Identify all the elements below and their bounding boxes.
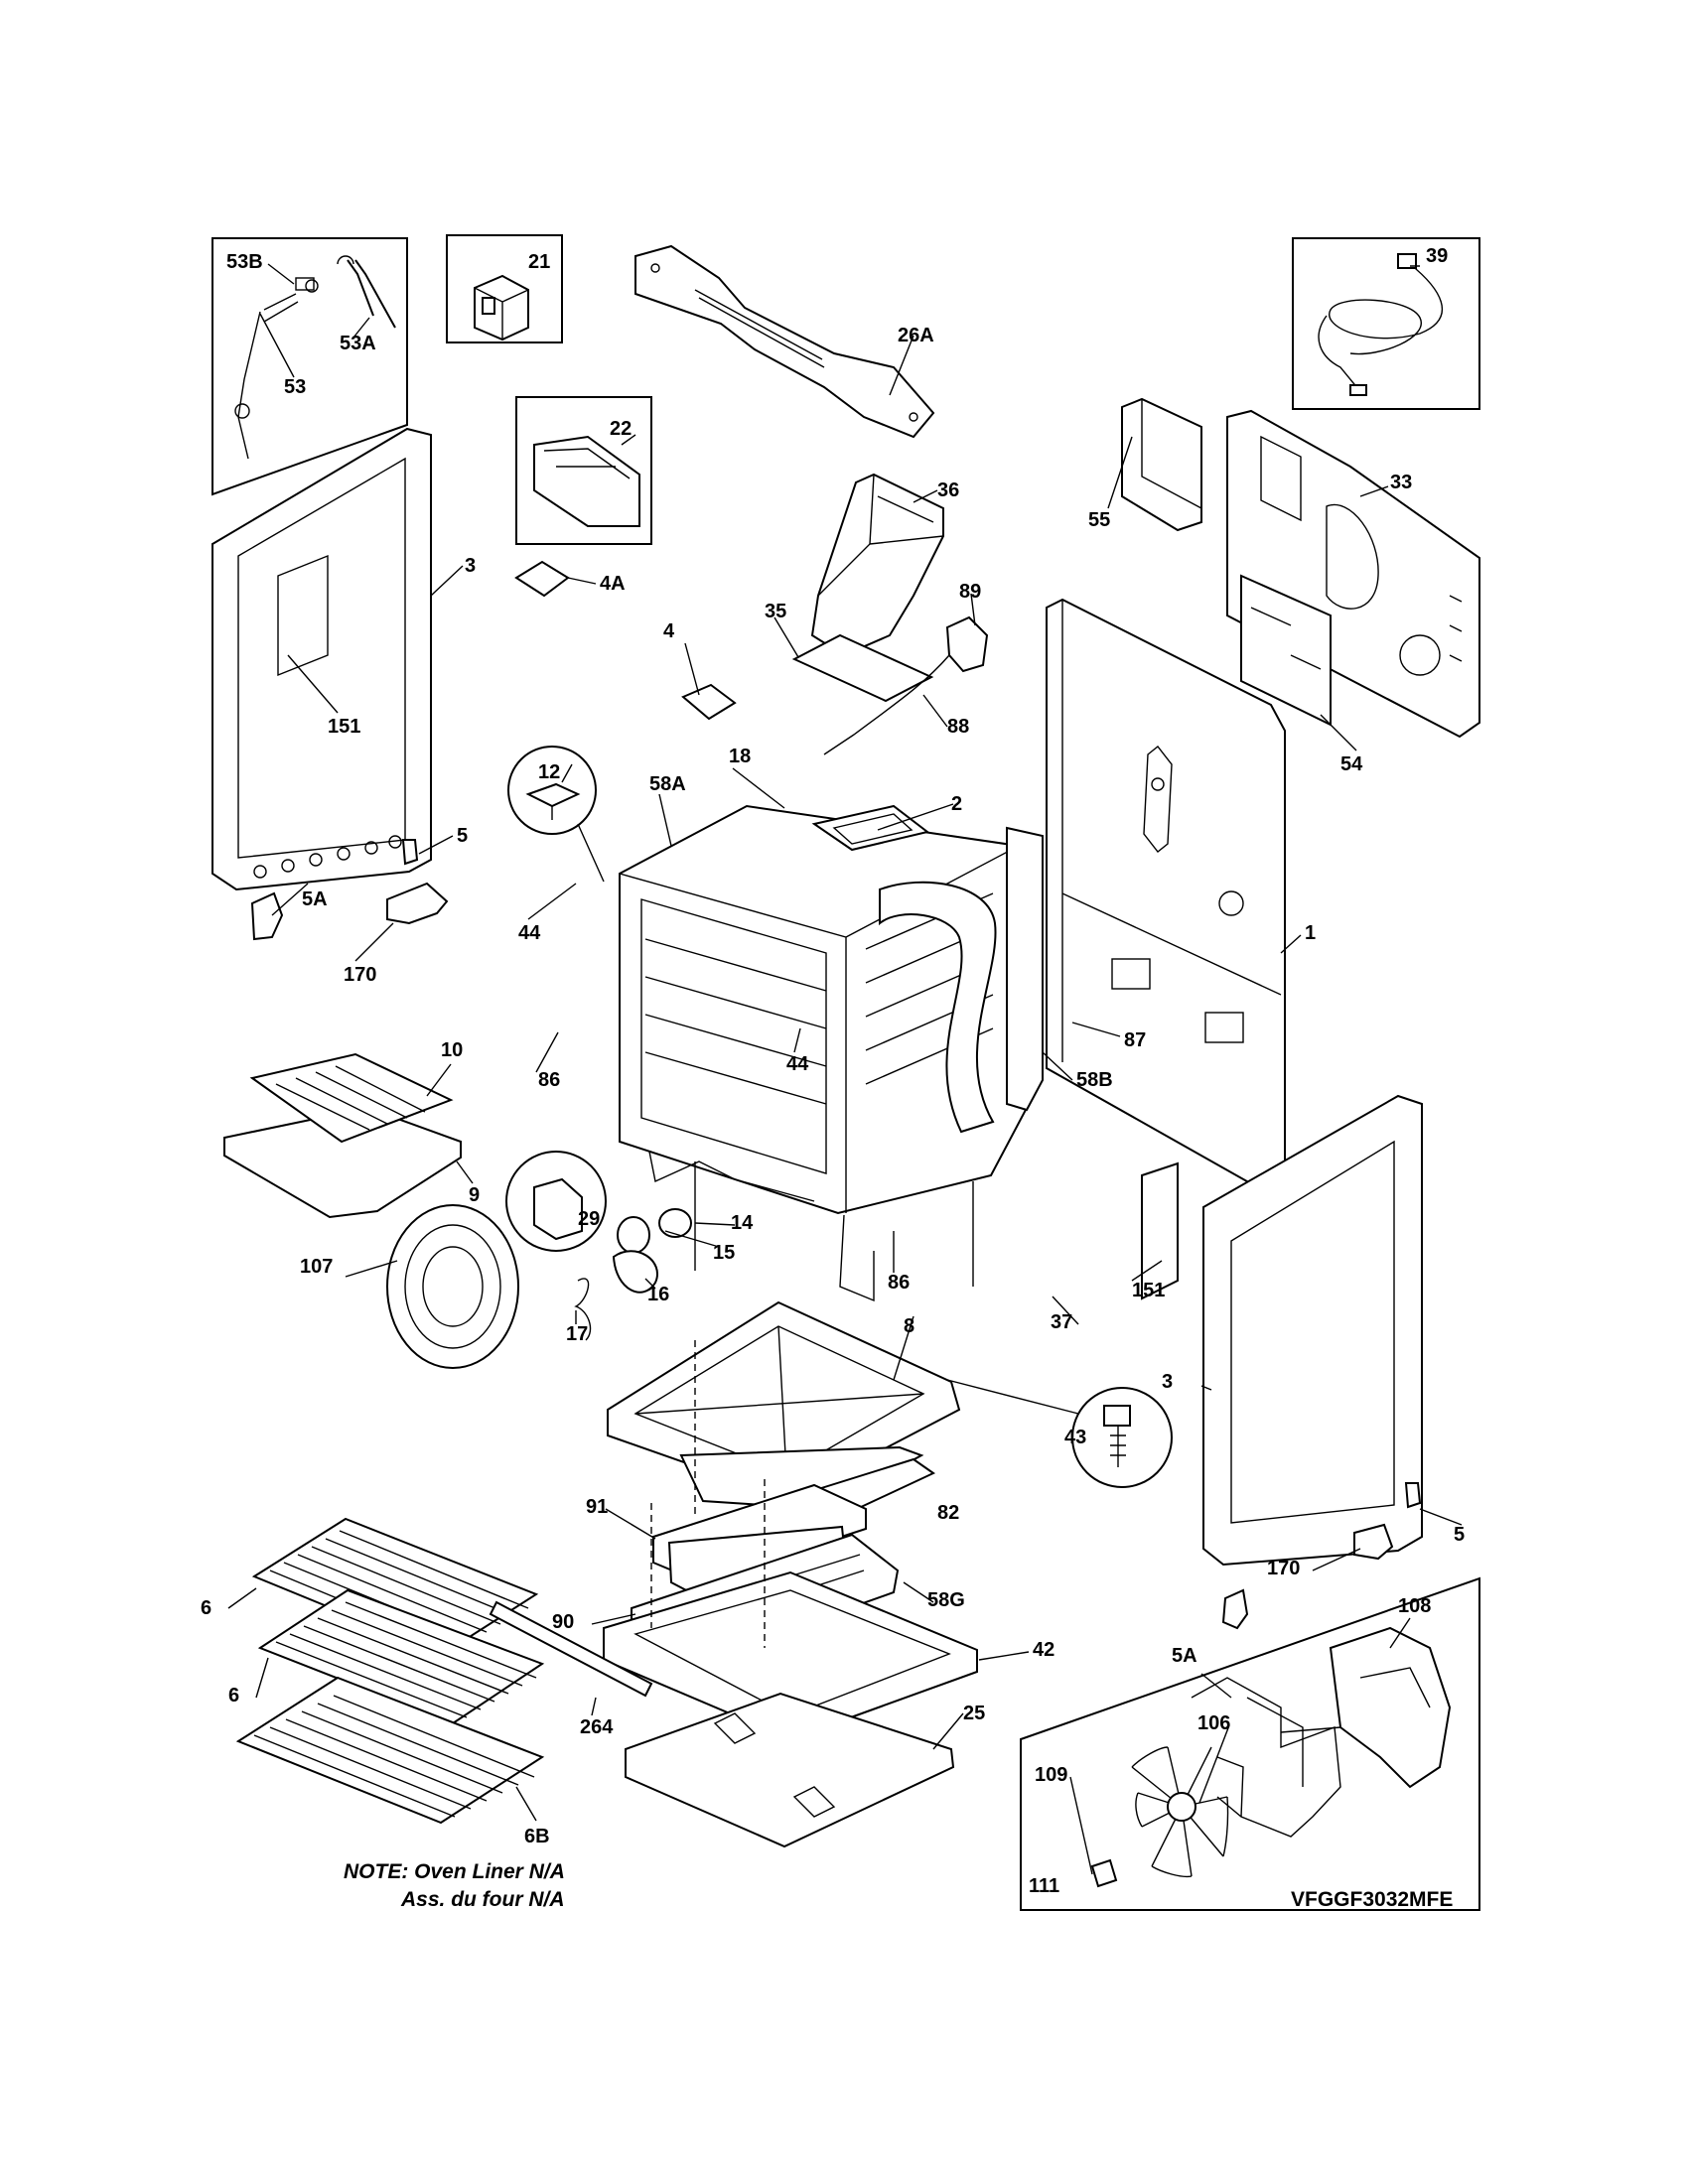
callout-label: 53A xyxy=(340,333,376,354)
leader-lines xyxy=(227,263,1463,1875)
callout-label: 53B xyxy=(226,251,263,273)
flue-duct-36 xyxy=(810,473,944,657)
callout-label: 89 xyxy=(959,581,981,603)
callout-label: 90 xyxy=(552,1611,574,1633)
flue-plate-35 xyxy=(791,633,934,703)
callout-label: 39 xyxy=(1426,245,1448,267)
callout-label: 58A xyxy=(649,773,686,795)
rack-slide-264 xyxy=(489,1600,653,1698)
inset-box-thermostat-sensor xyxy=(211,237,408,496)
callout-label: 14 xyxy=(731,1212,754,1234)
callout-label: 29 xyxy=(578,1208,600,1230)
callout-label: 9 xyxy=(469,1184,480,1206)
note-oven-liner: NOTE: Oven Liner N/A xyxy=(344,1860,565,1883)
oven-cavity xyxy=(619,804,1044,1302)
callout-label: 21 xyxy=(528,251,550,273)
fan-cover-107 xyxy=(386,1204,519,1369)
callout-labels: 53B 53A 53 21 26A 39 22 36 33 3 4A 55 89… xyxy=(201,245,1465,1897)
callout-label: 43 xyxy=(1064,1427,1086,1448)
callout-label: 10 xyxy=(441,1039,463,1061)
note-oven-liner-french: Ass. du four N/A xyxy=(400,1888,565,1911)
callout-label: 151 xyxy=(328,716,360,738)
guide-lines-bottom xyxy=(650,1340,766,1648)
callout-label: 4 xyxy=(663,620,675,642)
callout-label: 86 xyxy=(538,1069,560,1091)
inset-box-power-cord xyxy=(1292,237,1480,410)
callout-label: 58B xyxy=(1076,1069,1113,1091)
callout-label: 6 xyxy=(201,1597,211,1619)
bracket-4A xyxy=(514,560,570,598)
callout-label: 106 xyxy=(1197,1712,1230,1734)
callout-label: 16 xyxy=(647,1284,669,1305)
inset-box-part-21 xyxy=(446,234,563,343)
sensor-89 xyxy=(823,615,989,755)
burner-cover xyxy=(603,1570,978,1848)
callout-label: 22 xyxy=(610,418,632,440)
callout-label: 170 xyxy=(344,964,376,986)
callout-label: 6 xyxy=(228,1685,239,1706)
callout-label: 2 xyxy=(951,793,962,815)
callout-label: 54 xyxy=(1340,753,1363,775)
callout-label: 33 xyxy=(1390,472,1412,493)
inset-box-convection-fan xyxy=(1020,1576,1480,1911)
callout-label: 3 xyxy=(465,555,476,577)
callout-label: 18 xyxy=(729,746,751,767)
callout-label: 82 xyxy=(937,1502,959,1524)
side-panel-left xyxy=(211,427,432,891)
hinge-right xyxy=(1221,1482,1422,1630)
callout-label: 5A xyxy=(302,888,328,910)
side-panel-right xyxy=(1141,1094,1423,1567)
callout-label: 42 xyxy=(1033,1639,1055,1661)
broiler-pan xyxy=(223,1052,462,1219)
callout-label: 55 xyxy=(1088,509,1110,531)
callout-circle-29 xyxy=(505,1151,607,1252)
bracket-55 xyxy=(1121,397,1202,532)
callout-label: 91 xyxy=(586,1496,608,1518)
callout-label: 15 xyxy=(713,1242,735,1264)
callout-label: 86 xyxy=(888,1272,910,1294)
callout-label: 8 xyxy=(904,1315,914,1337)
rear-support-bracket xyxy=(634,244,935,439)
callout-label: 44 xyxy=(518,922,541,944)
bracket-4 xyxy=(681,683,737,721)
callout-label: 108 xyxy=(1398,1595,1431,1617)
callout-label: 151 xyxy=(1132,1280,1165,1301)
callout-label: 26A xyxy=(898,325,934,346)
callout-label: 5A xyxy=(1172,1645,1197,1667)
hinge-left xyxy=(250,839,449,941)
callout-label: 5 xyxy=(457,825,468,847)
callout-label: 17 xyxy=(566,1323,588,1345)
callout-label: 44 xyxy=(786,1053,809,1075)
callout-label: 87 xyxy=(1124,1029,1146,1051)
callout-label: 25 xyxy=(963,1703,985,1724)
callout-label: 111 xyxy=(1029,1875,1059,1897)
model-number: VFGGF3032MFE xyxy=(1291,1888,1453,1911)
callout-label: 5 xyxy=(1454,1524,1465,1546)
oven-rack-lower xyxy=(235,1676,545,1825)
callout-circle-43 xyxy=(946,1379,1173,1488)
callout-label: 3 xyxy=(1162,1371,1173,1393)
callout-label: 6B xyxy=(524,1826,550,1847)
callout-label: 37 xyxy=(1051,1311,1072,1333)
callout-label: 36 xyxy=(937,479,959,501)
inset-box-part-22 xyxy=(515,396,652,545)
callout-label: 53 xyxy=(284,376,306,398)
callout-label: 107 xyxy=(300,1256,333,1278)
callout-label: 35 xyxy=(765,601,786,622)
callout-label: 264 xyxy=(580,1716,614,1738)
callout-label: 58G xyxy=(927,1589,965,1611)
callout-label: 12 xyxy=(538,761,560,783)
back-panel-1 xyxy=(1046,598,1286,1191)
lamp-parts xyxy=(574,1208,692,1341)
callout-label: 109 xyxy=(1035,1764,1067,1786)
callout-circle-12 xyxy=(507,746,605,883)
callout-label: 1 xyxy=(1305,922,1316,944)
callout-label: 4A xyxy=(600,573,626,595)
callout-label: 88 xyxy=(947,716,969,738)
callout-label: 170 xyxy=(1267,1558,1300,1579)
